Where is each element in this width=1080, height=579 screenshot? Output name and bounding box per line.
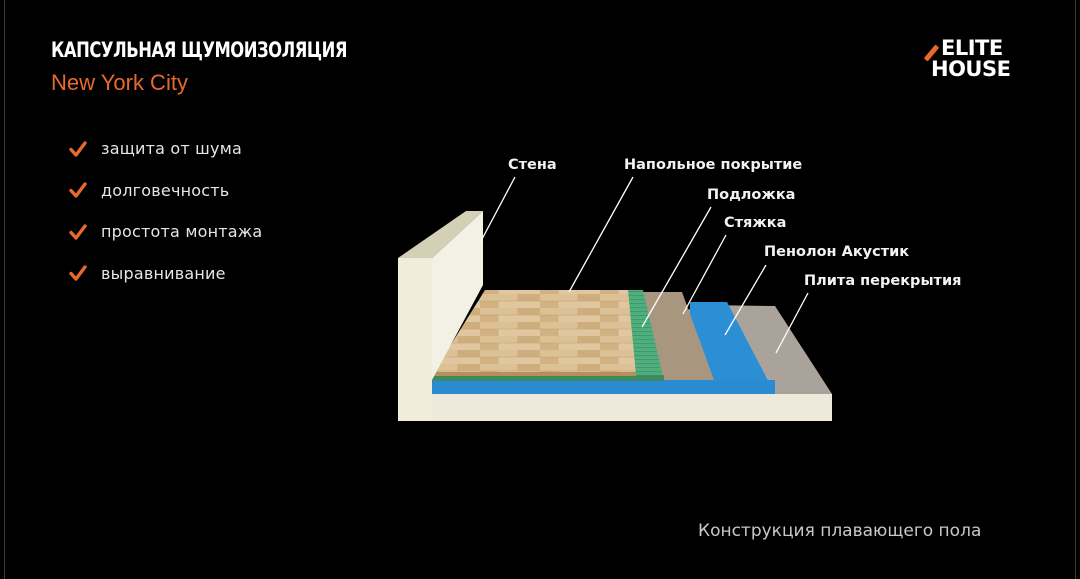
feature-text: защита от шума: [101, 139, 242, 159]
feature-item: простота монтажа: [69, 211, 262, 253]
elite-house-logo: ELITE HOUSE: [923, 36, 1035, 84]
checkmark-icon: [69, 141, 87, 157]
slide-title: КАПСУЛЬНАЯ ЩУМОИЗОЛЯЦИЯ: [51, 38, 348, 62]
diagram-caption: Конструкция плавающего пола: [698, 521, 982, 541]
label-floor-covering: Напольное покрытие: [624, 157, 803, 173]
feature-item: долговечность: [69, 170, 262, 212]
label-screed: Стяжка: [724, 215, 787, 231]
label-penolon: Пенолон Акустик: [764, 244, 910, 260]
leader-lines: [480, 176, 809, 354]
slide: КАПСУЛЬНАЯ ЩУМОИЗОЛЯЦИЯ New York City EL…: [4, 0, 1076, 579]
base-block: [398, 394, 832, 421]
feature-item: защита от шума: [69, 128, 262, 170]
checkmark-icon: [69, 224, 87, 240]
feature-text: выравнивание: [101, 263, 226, 283]
wall: [398, 211, 483, 421]
feature-item: выравнивание: [69, 253, 262, 295]
feature-text: долговечность: [101, 180, 230, 200]
checkmark-icon: [69, 265, 87, 281]
label-wall: Стена: [508, 157, 557, 173]
underlay-layer: [626, 290, 664, 381]
floor-covering-layer: [432, 290, 636, 375]
feature-text: простота монтажа: [101, 222, 263, 242]
label-slab: Плита перекрытия: [804, 273, 962, 289]
logo-line-2: HOUSE: [931, 57, 1011, 81]
feature-list: защита от шума долговечность простота мо…: [69, 128, 262, 294]
label-underlay: Подложка: [707, 187, 796, 203]
slide-subtitle: New York City: [51, 70, 188, 95]
logo-line-1: ELITE: [941, 36, 1003, 60]
checkmark-icon: [69, 182, 87, 198]
